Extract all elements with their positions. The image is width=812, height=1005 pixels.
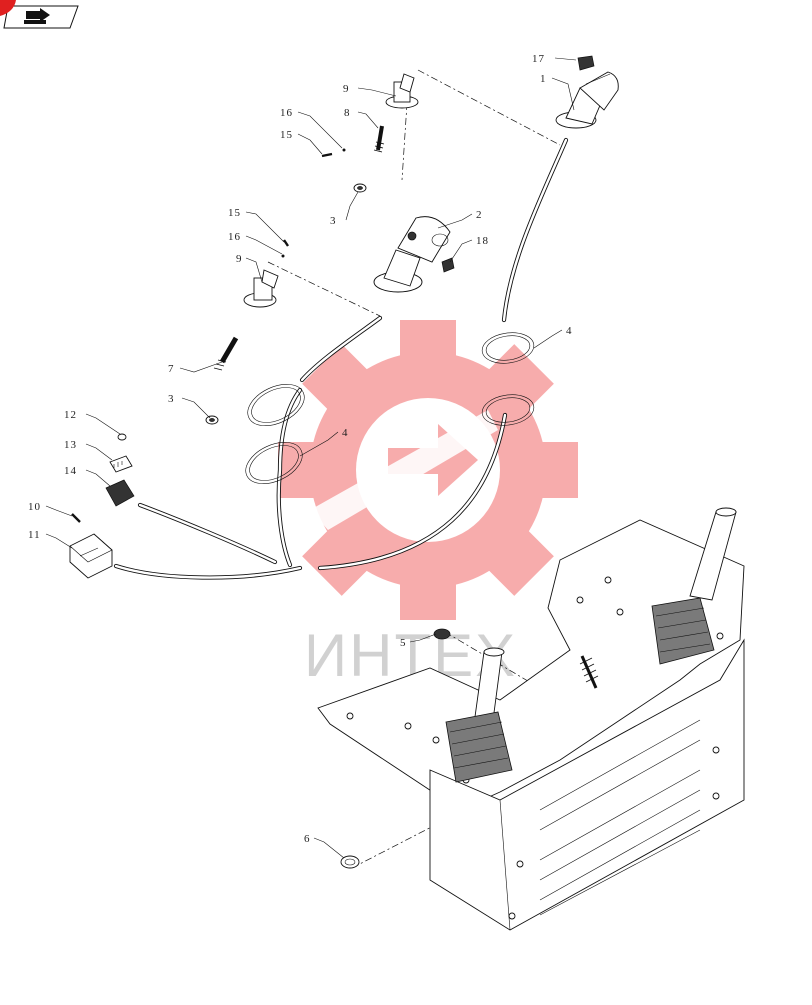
return-spring	[579, 655, 599, 689]
callout-11: 11	[28, 529, 41, 541]
callout-15-upper: 15	[280, 129, 293, 141]
corner-marker	[0, 0, 16, 16]
boot-adapter-upper	[385, 73, 419, 109]
wiring-harness	[113, 137, 569, 580]
watermark-gear	[278, 320, 578, 620]
callout-15-left: 15	[228, 207, 241, 219]
terminal-block	[109, 455, 133, 473]
callout-17: 17	[532, 53, 545, 65]
callout-7: 7	[168, 363, 175, 375]
callout-2: 2	[476, 209, 483, 221]
plug-cap	[117, 433, 127, 441]
screw-connector	[71, 513, 81, 523]
callout-labels: 17 1 9 16 8 15 3 15 16 9 2 18 4 7 3 12 4…	[28, 53, 573, 845]
hose-clamp	[340, 855, 360, 869]
spring-rod-left	[213, 336, 239, 371]
nut-upper	[353, 183, 367, 193]
nut-lower	[205, 415, 219, 425]
callout-16-upper: 16	[280, 107, 293, 119]
callout-4-left: 4	[342, 427, 349, 439]
callout-9-left: 9	[236, 253, 243, 265]
callout-12: 12	[64, 409, 77, 421]
callout-3-upper: 3	[330, 215, 337, 227]
callout-16-left: 16	[228, 231, 241, 243]
callout-5: 5	[400, 637, 407, 649]
lever-right-assembly	[651, 507, 737, 665]
callout-13: 13	[64, 439, 77, 451]
mounting-bracket	[317, 519, 745, 931]
callout-3-lower: 3	[168, 393, 175, 405]
callout-10: 10	[28, 501, 41, 513]
callout-6: 6	[304, 833, 311, 845]
book-arrow-icon	[24, 8, 50, 24]
lever-left-assembly	[445, 647, 513, 783]
leader-lines	[45, 57, 577, 859]
screw-small-upper	[321, 148, 346, 158]
callout-9-upper: 9	[343, 83, 350, 95]
callout-14: 14	[64, 465, 77, 477]
callout-18: 18	[476, 235, 489, 247]
joystick-handle-right	[555, 55, 619, 129]
screw-small-left	[281, 239, 289, 258]
nav-back-button[interactable]	[3, 5, 79, 29]
boot-adapter-left	[243, 269, 279, 308]
joystick-handle-left	[373, 216, 455, 293]
spring-rod	[373, 125, 385, 153]
callout-4-right: 4	[566, 325, 573, 337]
stop-knob	[433, 628, 451, 640]
connector-small	[105, 479, 135, 507]
grommet-rings	[245, 332, 535, 484]
callout-1: 1	[540, 73, 547, 85]
callout-8: 8	[344, 107, 351, 119]
connector-large	[69, 533, 113, 579]
